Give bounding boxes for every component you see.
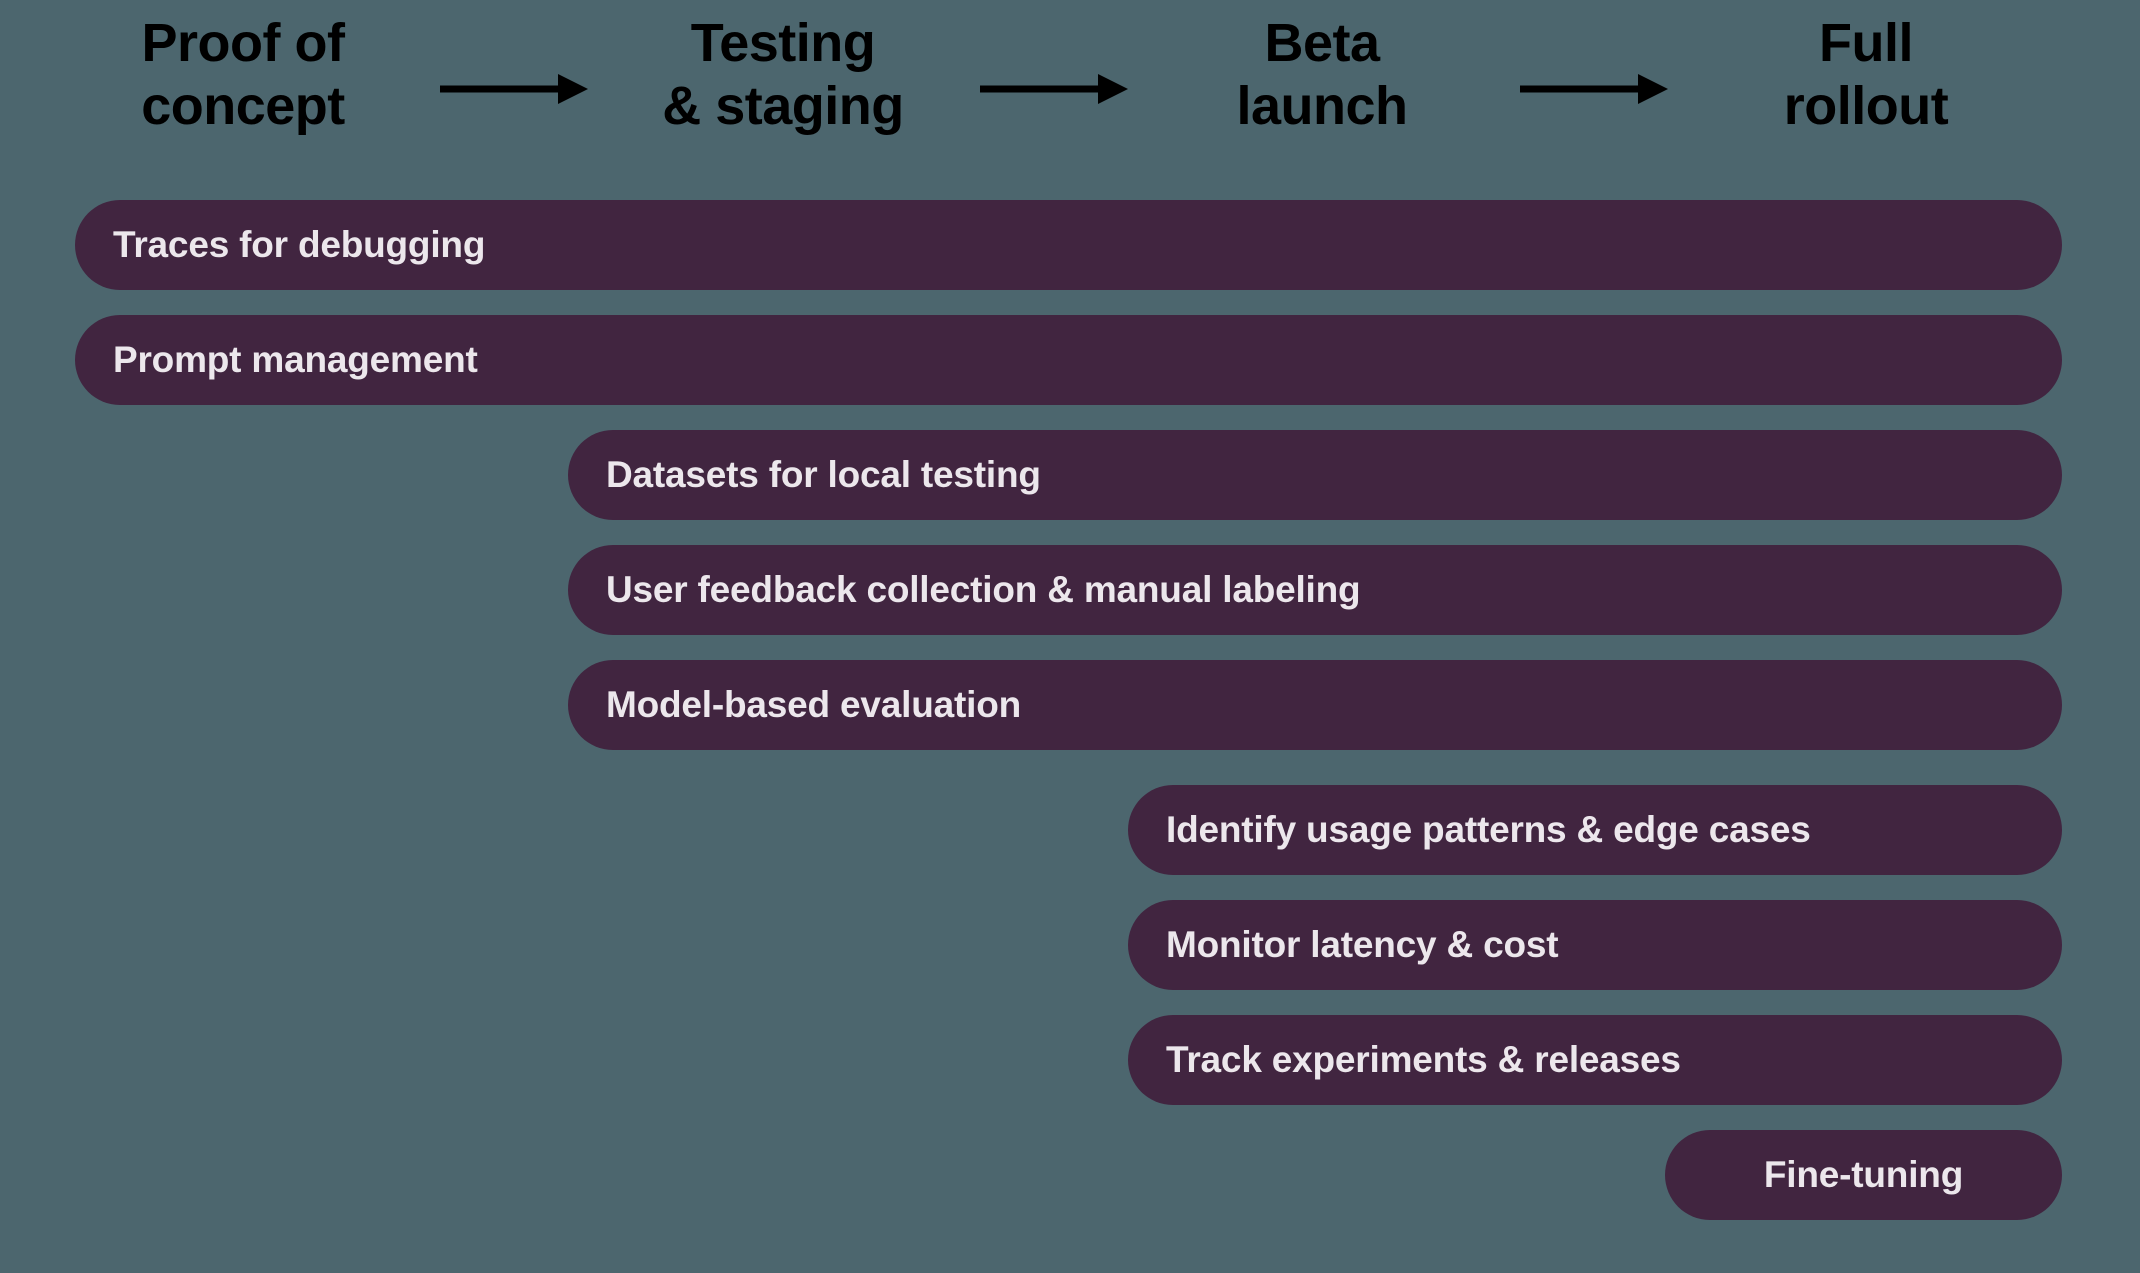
stage-label-testing-and-staging: Testing & staging xyxy=(662,13,904,137)
capability-bar-prompt-management[interactable]: Prompt management xyxy=(75,315,2062,405)
stage-label-proof-of-concept: Proof of concept xyxy=(141,13,345,137)
capability-bar-identify-usage-patterns[interactable]: Identify usage patterns & edge cases xyxy=(1128,785,2062,875)
capability-bar-label: Fine-tuning xyxy=(1763,1154,1964,1195)
stage-label-full-rollout: Full rollout xyxy=(1783,13,1949,137)
capability-bar-label: Traces for debugging xyxy=(113,224,486,265)
capability-bar-user-feedback-collection[interactable]: User feedback collection & manual labeli… xyxy=(568,545,2062,635)
stage-transition-arrow-1-icon xyxy=(440,72,588,106)
capability-bar-label: User feedback collection & manual labeli… xyxy=(606,569,1361,610)
stage-transition-arrow-2-icon xyxy=(980,72,1128,106)
capability-bar-traces-for-debugging[interactable]: Traces for debugging xyxy=(75,200,2062,290)
capability-bar-label: Identify usage patterns & edge cases xyxy=(1166,809,1811,850)
capability-bar-label: Model-based evaluation xyxy=(606,684,1022,725)
capability-bar-track-experiments-and-releases[interactable]: Track experiments & releases xyxy=(1128,1015,2062,1105)
capability-bar-datasets-for-local-testing[interactable]: Datasets for local testing xyxy=(568,430,2062,520)
capability-bar-label: Datasets for local testing xyxy=(606,454,1041,495)
capability-bar-label: Prompt management xyxy=(113,339,478,380)
capability-bar-fine-tuning[interactable]: Fine-tuning xyxy=(1665,1130,2062,1220)
capability-bar-label: Monitor latency & cost xyxy=(1166,924,1559,965)
capability-bar-model-based-evaluation[interactable]: Model-based evaluation xyxy=(568,660,2062,750)
stage-header-row: Proof of concept Testing & staging Beta la… xyxy=(0,0,2140,180)
stage-label-beta-launch: Beta launch xyxy=(1236,13,1408,137)
capability-bar-label: Track experiments & releases xyxy=(1166,1039,1681,1080)
capability-bar-monitor-latency-and-cost[interactable]: Monitor latency & cost xyxy=(1128,900,2062,990)
stage-transition-arrow-3-icon xyxy=(1520,72,1668,106)
